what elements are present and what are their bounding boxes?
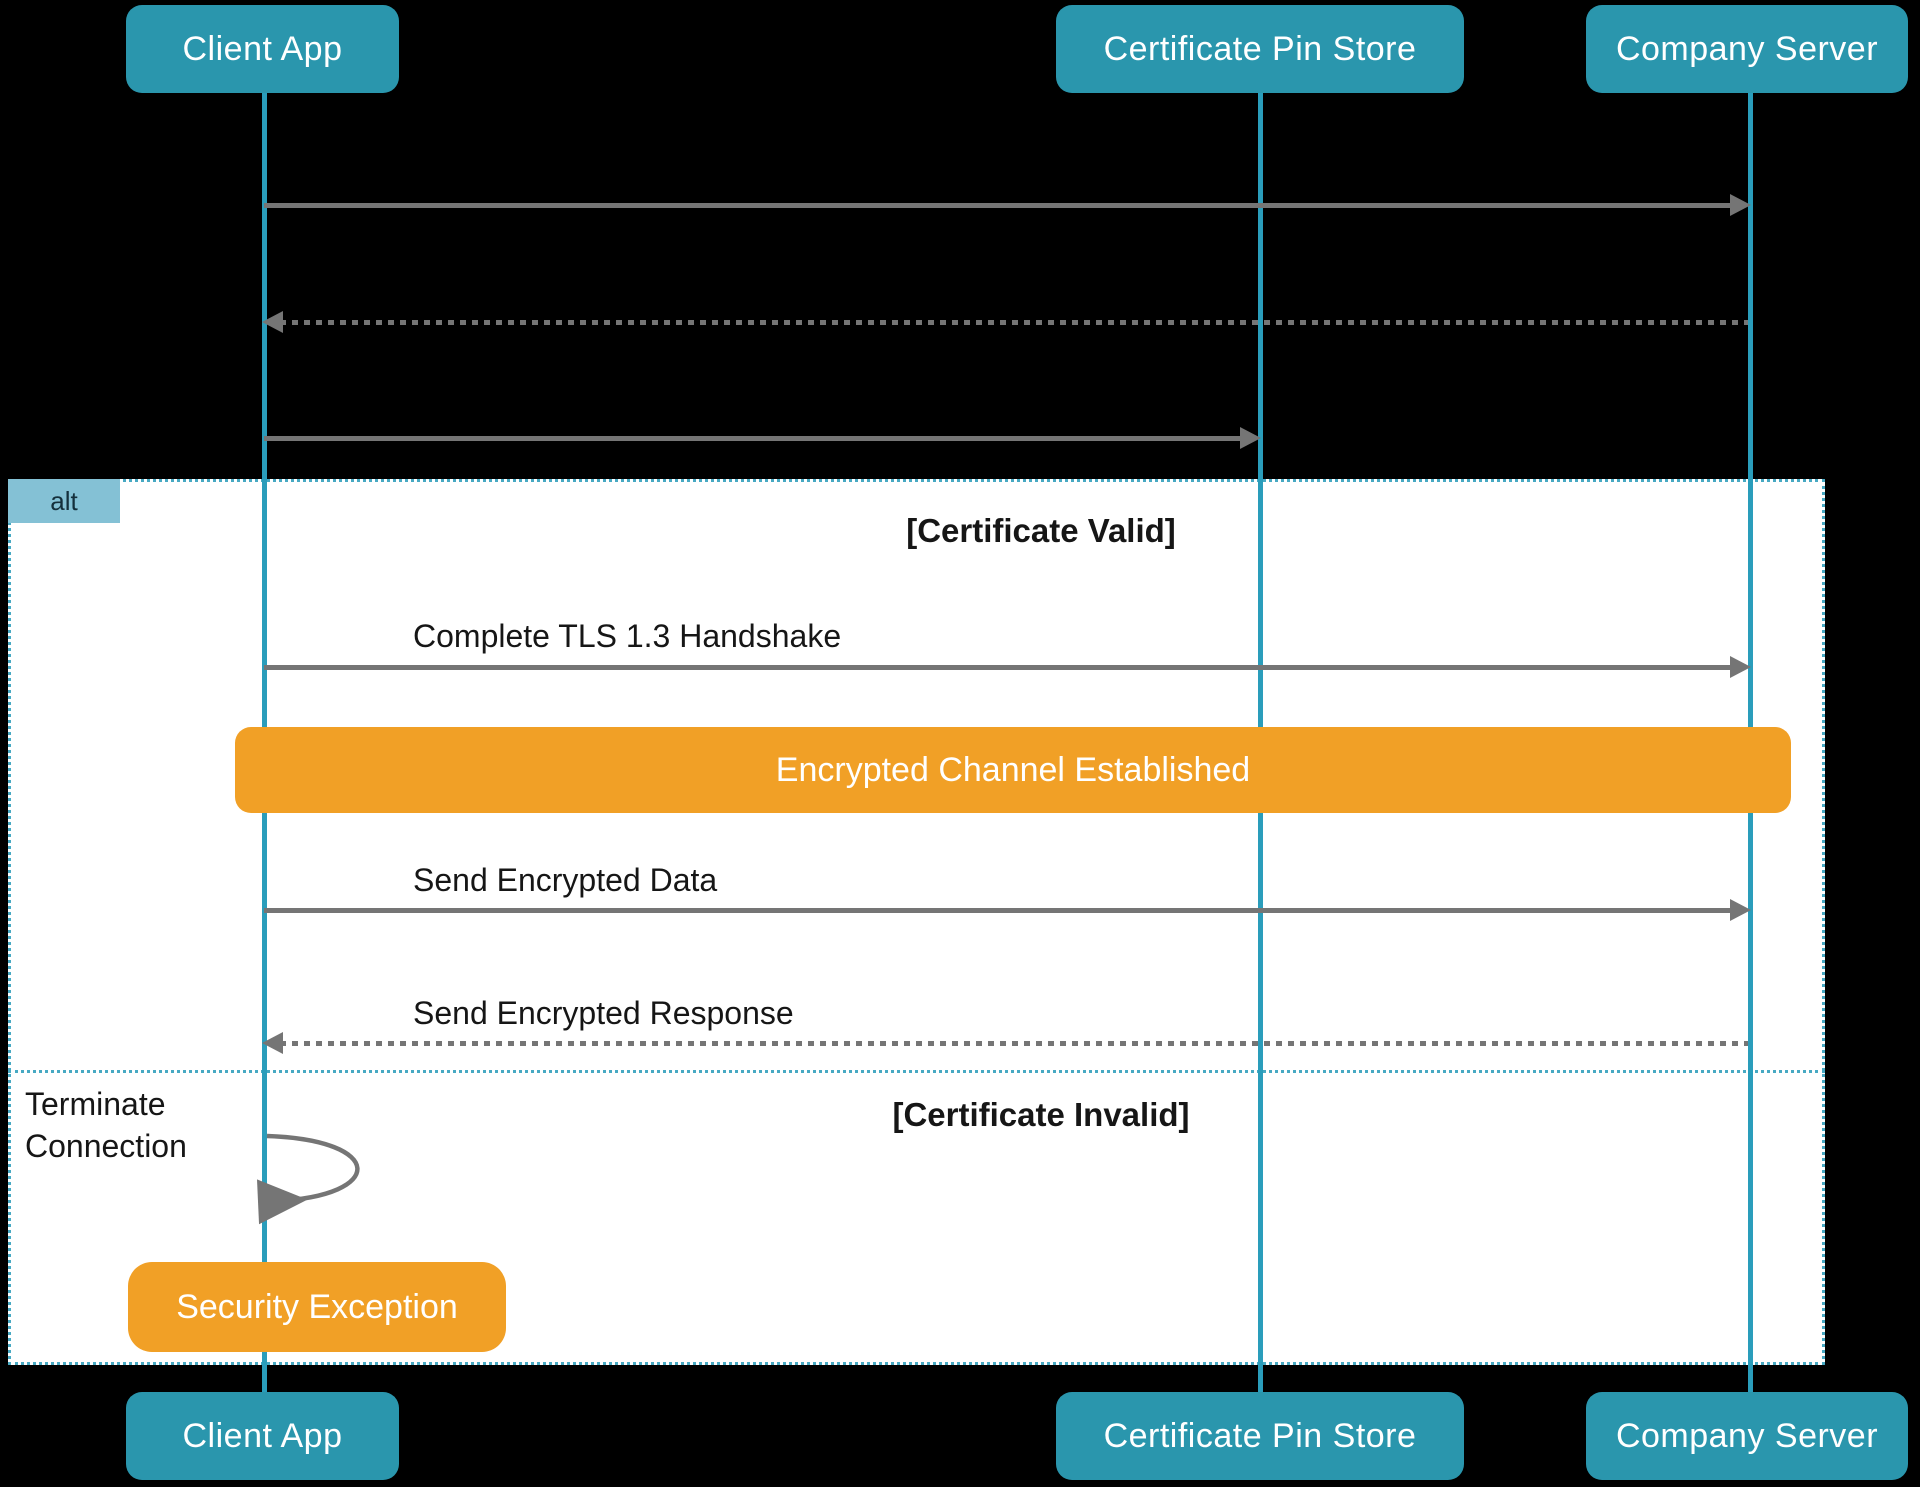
actor-top-pin-store: Certificate Pin Store [1056, 5, 1464, 93]
arrowhead-left [262, 1032, 283, 1054]
message-label-send-data: Send Encrypted Data [413, 862, 718, 898]
message-line-2-return [280, 320, 1748, 325]
note-encrypted-channel-text: Encrypted Channel Established [775, 750, 1251, 789]
actor-top-server: Company Server [1586, 5, 1908, 93]
message-line-send-data [264, 908, 1732, 913]
message-label-handshake: Complete TLS 1.3 Handshake [413, 618, 842, 654]
actor-bottom-client: Client App [126, 1392, 399, 1480]
actor-bottom-pin-store: Certificate Pin Store [1056, 1392, 1464, 1480]
alt-operator-text: alt [50, 485, 78, 516]
alt-condition-valid: [Certificate Valid] [906, 512, 1176, 549]
note-encrypted-channel: Encrypted Channel Established [235, 727, 1791, 813]
message-line-send-response [280, 1041, 1748, 1046]
arrowhead-right [1730, 656, 1751, 678]
actor-label: Client App [182, 1416, 343, 1455]
alt-condition-invalid: [Certificate Invalid] [892, 1096, 1190, 1133]
actor-bottom-server: Company Server [1586, 1392, 1908, 1480]
message-label-send-response: Send Encrypted Response [413, 995, 794, 1031]
actor-label: Company Server [1615, 1416, 1879, 1455]
alt-section-divider [8, 1070, 1825, 1073]
self-loop-arrow [256, 1133, 360, 1225]
message-line-1 [264, 203, 1732, 208]
actor-top-client: Client App [126, 5, 399, 93]
note-security-exception-text: Security Exception [176, 1287, 458, 1326]
alt-frame [8, 479, 1825, 1365]
note-security-exception: Security Exception [128, 1262, 506, 1352]
actor-label: Certificate Pin Store [1103, 1416, 1417, 1455]
arrowhead-right [1240, 427, 1261, 449]
message-label-terminate: Terminate Connection [25, 1086, 187, 1164]
alt-operator-label: alt [8, 479, 120, 523]
actor-label: Certificate Pin Store [1103, 29, 1417, 68]
actor-label: Company Server [1615, 29, 1879, 68]
actor-label: Client App [182, 29, 343, 68]
arrowhead-right [1730, 899, 1751, 921]
message-line-handshake [264, 665, 1732, 670]
arrowhead-right [1730, 194, 1751, 216]
arrowhead-left [262, 311, 283, 333]
message-line-3 [264, 436, 1242, 441]
